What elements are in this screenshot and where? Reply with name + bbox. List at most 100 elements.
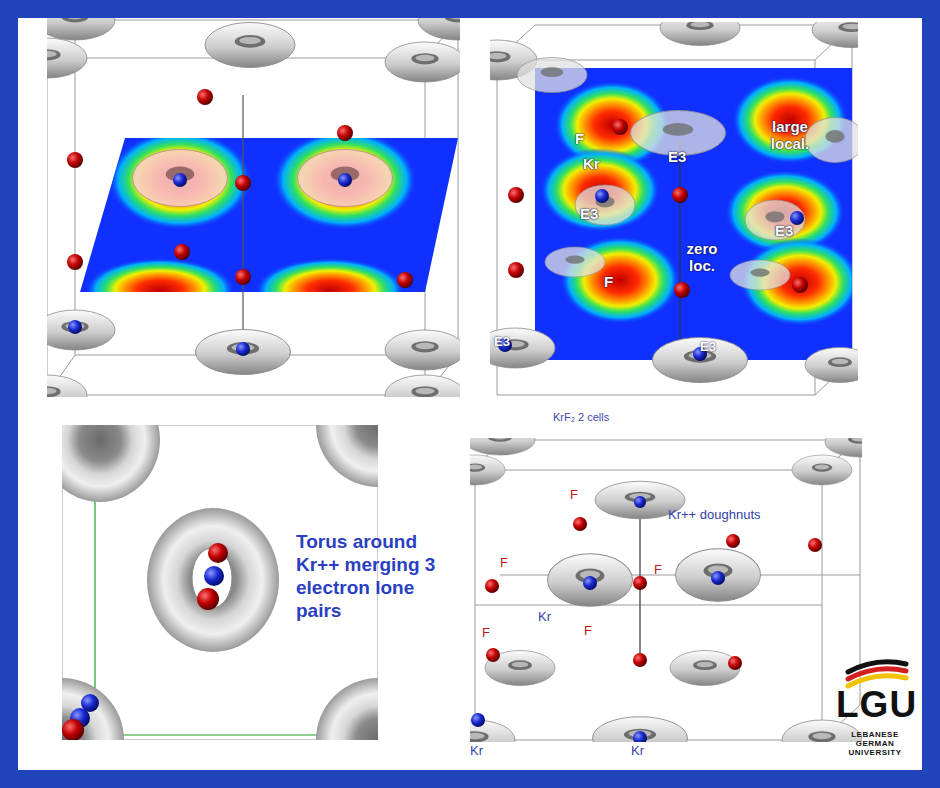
panel-horizontal-slice-part-part <box>273 130 417 230</box>
panel-horizontal-slice <box>47 18 460 397</box>
panel-caption: KrF₂ 2 cells <box>553 411 609 424</box>
panel-torus-closeup-part <box>62 719 84 740</box>
atom-label: Kr <box>583 155 600 172</box>
panel-horizontal-slice-part <box>298 150 393 207</box>
panel-torus-closeup-part <box>316 425 378 487</box>
panel-horizontal-slice-part <box>133 150 228 207</box>
logo-text: LGU <box>836 684 916 727</box>
panel-two-cells-part <box>548 554 633 607</box>
panel-two-cells-part <box>676 549 761 602</box>
atom-label: F <box>604 273 613 290</box>
panel-two-cells-part-part <box>726 534 740 548</box>
panel-horizontal-slice-part-part <box>337 125 353 141</box>
atom-label: F <box>584 624 592 639</box>
panel-horizontal-slice-part-part <box>236 342 250 356</box>
attractor-label: E3 <box>668 148 686 165</box>
panel-vertical-slice-part-part <box>674 282 690 298</box>
panel-torus-closeup-part <box>197 588 219 610</box>
panel-horizontal-slice-part <box>385 330 460 370</box>
panel-vertical-slice-part <box>517 58 587 93</box>
attractor-label: E3 <box>580 205 598 222</box>
attractor-label: E3 <box>494 335 510 350</box>
atom-label: Kr <box>470 744 483 759</box>
panel-two-cells-part-part <box>808 538 822 552</box>
panel-vertical-slice-part-part <box>792 277 808 293</box>
panel-vertical-slice-part <box>575 185 635 225</box>
panel-two-cells-part <box>470 455 505 485</box>
panel-horizontal-slice-part <box>385 375 460 397</box>
atom-label: Kr <box>631 744 644 759</box>
panel-vertical-slice-part <box>745 200 805 240</box>
panel-horizontal-slice-part-part <box>338 173 352 187</box>
panel-two-cells-part-part <box>485 579 499 593</box>
panel-vertical-slice-part <box>498 119 808 361</box>
panel-two-cells-part <box>825 438 862 457</box>
atom-label: Kr <box>538 610 551 625</box>
panel-vertical-slice-part <box>490 328 555 368</box>
panel-two-cells-part <box>593 717 688 742</box>
panel-two-cells-part <box>792 455 852 485</box>
panel-torus-closeup-part <box>208 543 228 563</box>
panel-torus-closeup-part <box>62 678 124 740</box>
panel-vertical-slice-part <box>812 22 858 48</box>
panel-vertical-slice-part <box>805 348 858 383</box>
panel-horizontal-slice-part-part <box>397 272 413 288</box>
panel-two-cells-part-part <box>486 648 500 662</box>
panel-horizontal-slice-part-part <box>235 175 251 191</box>
panel-horizontal-slice-part-part <box>235 269 251 285</box>
atom-label: F <box>500 556 508 571</box>
panel-horizontal-slice-part-part <box>255 258 405 322</box>
panel-two-cells-part <box>475 440 860 740</box>
panel-two-cells-part-part <box>475 470 822 740</box>
panel-torus-closeup-part <box>147 508 279 652</box>
panel-horizontal-slice-part <box>242 95 243 340</box>
panel-vertical-slice-part-part <box>540 148 660 232</box>
panel-two-cells <box>470 438 862 742</box>
panel-two-cells-part-part <box>728 656 742 670</box>
panel-torus-closeup-part <box>204 566 224 586</box>
panel-horizontal-slice-part <box>85 130 417 322</box>
panel-vertical-slice-part <box>679 140 680 340</box>
description-note: Torus around Kr++ merging 3 electron lon… <box>296 530 458 622</box>
panel-two-cells-part <box>670 651 740 686</box>
panel-vertical-slice-part-part <box>595 189 609 203</box>
panel-vertical-slice-part <box>653 338 748 383</box>
panel-two-cells-part-part <box>633 731 647 742</box>
atom-label: F <box>482 626 490 641</box>
panel-torus-closeup-part <box>316 678 378 740</box>
panel-horizontal-slice-part <box>205 23 295 68</box>
panel-horizontal-slice-part <box>385 42 460 82</box>
panel-two-cells-part-part <box>633 576 647 590</box>
panel-vertical-slice-part-part <box>508 262 524 278</box>
panel-two-cells-part <box>470 438 535 455</box>
panel-horizontal-slice-part-part <box>67 254 83 270</box>
atom-label: F <box>575 130 584 147</box>
panel-two-cells-part-part <box>583 576 597 590</box>
region-note: large local. <box>758 118 822 153</box>
panel-vertical-slice-part <box>730 260 790 290</box>
panel-horizontal-slice-part <box>47 18 115 40</box>
attractor-label: E3 <box>700 340 716 355</box>
panel-horizontal-slice-part-part <box>85 258 235 322</box>
panel-horizontal-slice-part <box>196 330 291 375</box>
panel-horizontal-slice-part <box>67 89 413 356</box>
panel-horizontal-slice-part <box>418 18 460 40</box>
panel-vertical-slice-part-part <box>612 119 628 135</box>
logo-stripes <box>848 662 906 686</box>
panel-horizontal-slice-part-part <box>174 244 190 260</box>
panel-vertical-slice-part-part <box>508 187 524 203</box>
panel-note: Kr++ doughnuts <box>668 508 761 523</box>
atom-label: F <box>654 563 662 578</box>
panel-horizontal-slice-part-part <box>173 173 187 187</box>
panel-vertical-slice-part <box>540 76 852 326</box>
panel-horizontal-slice-part-part <box>197 89 213 105</box>
panel-torus-closeup-part <box>62 425 160 502</box>
panel-two-cells-part-part <box>634 496 646 508</box>
panel-vertical-slice-part-part <box>672 187 688 203</box>
panel-horizontal-slice-part-part <box>108 130 252 230</box>
panel-horizontal-slice-part <box>47 375 87 397</box>
panel-two-cells-part-part <box>471 713 485 727</box>
panel-vertical-slice <box>490 22 858 395</box>
panel-two-cells-part <box>471 496 822 742</box>
